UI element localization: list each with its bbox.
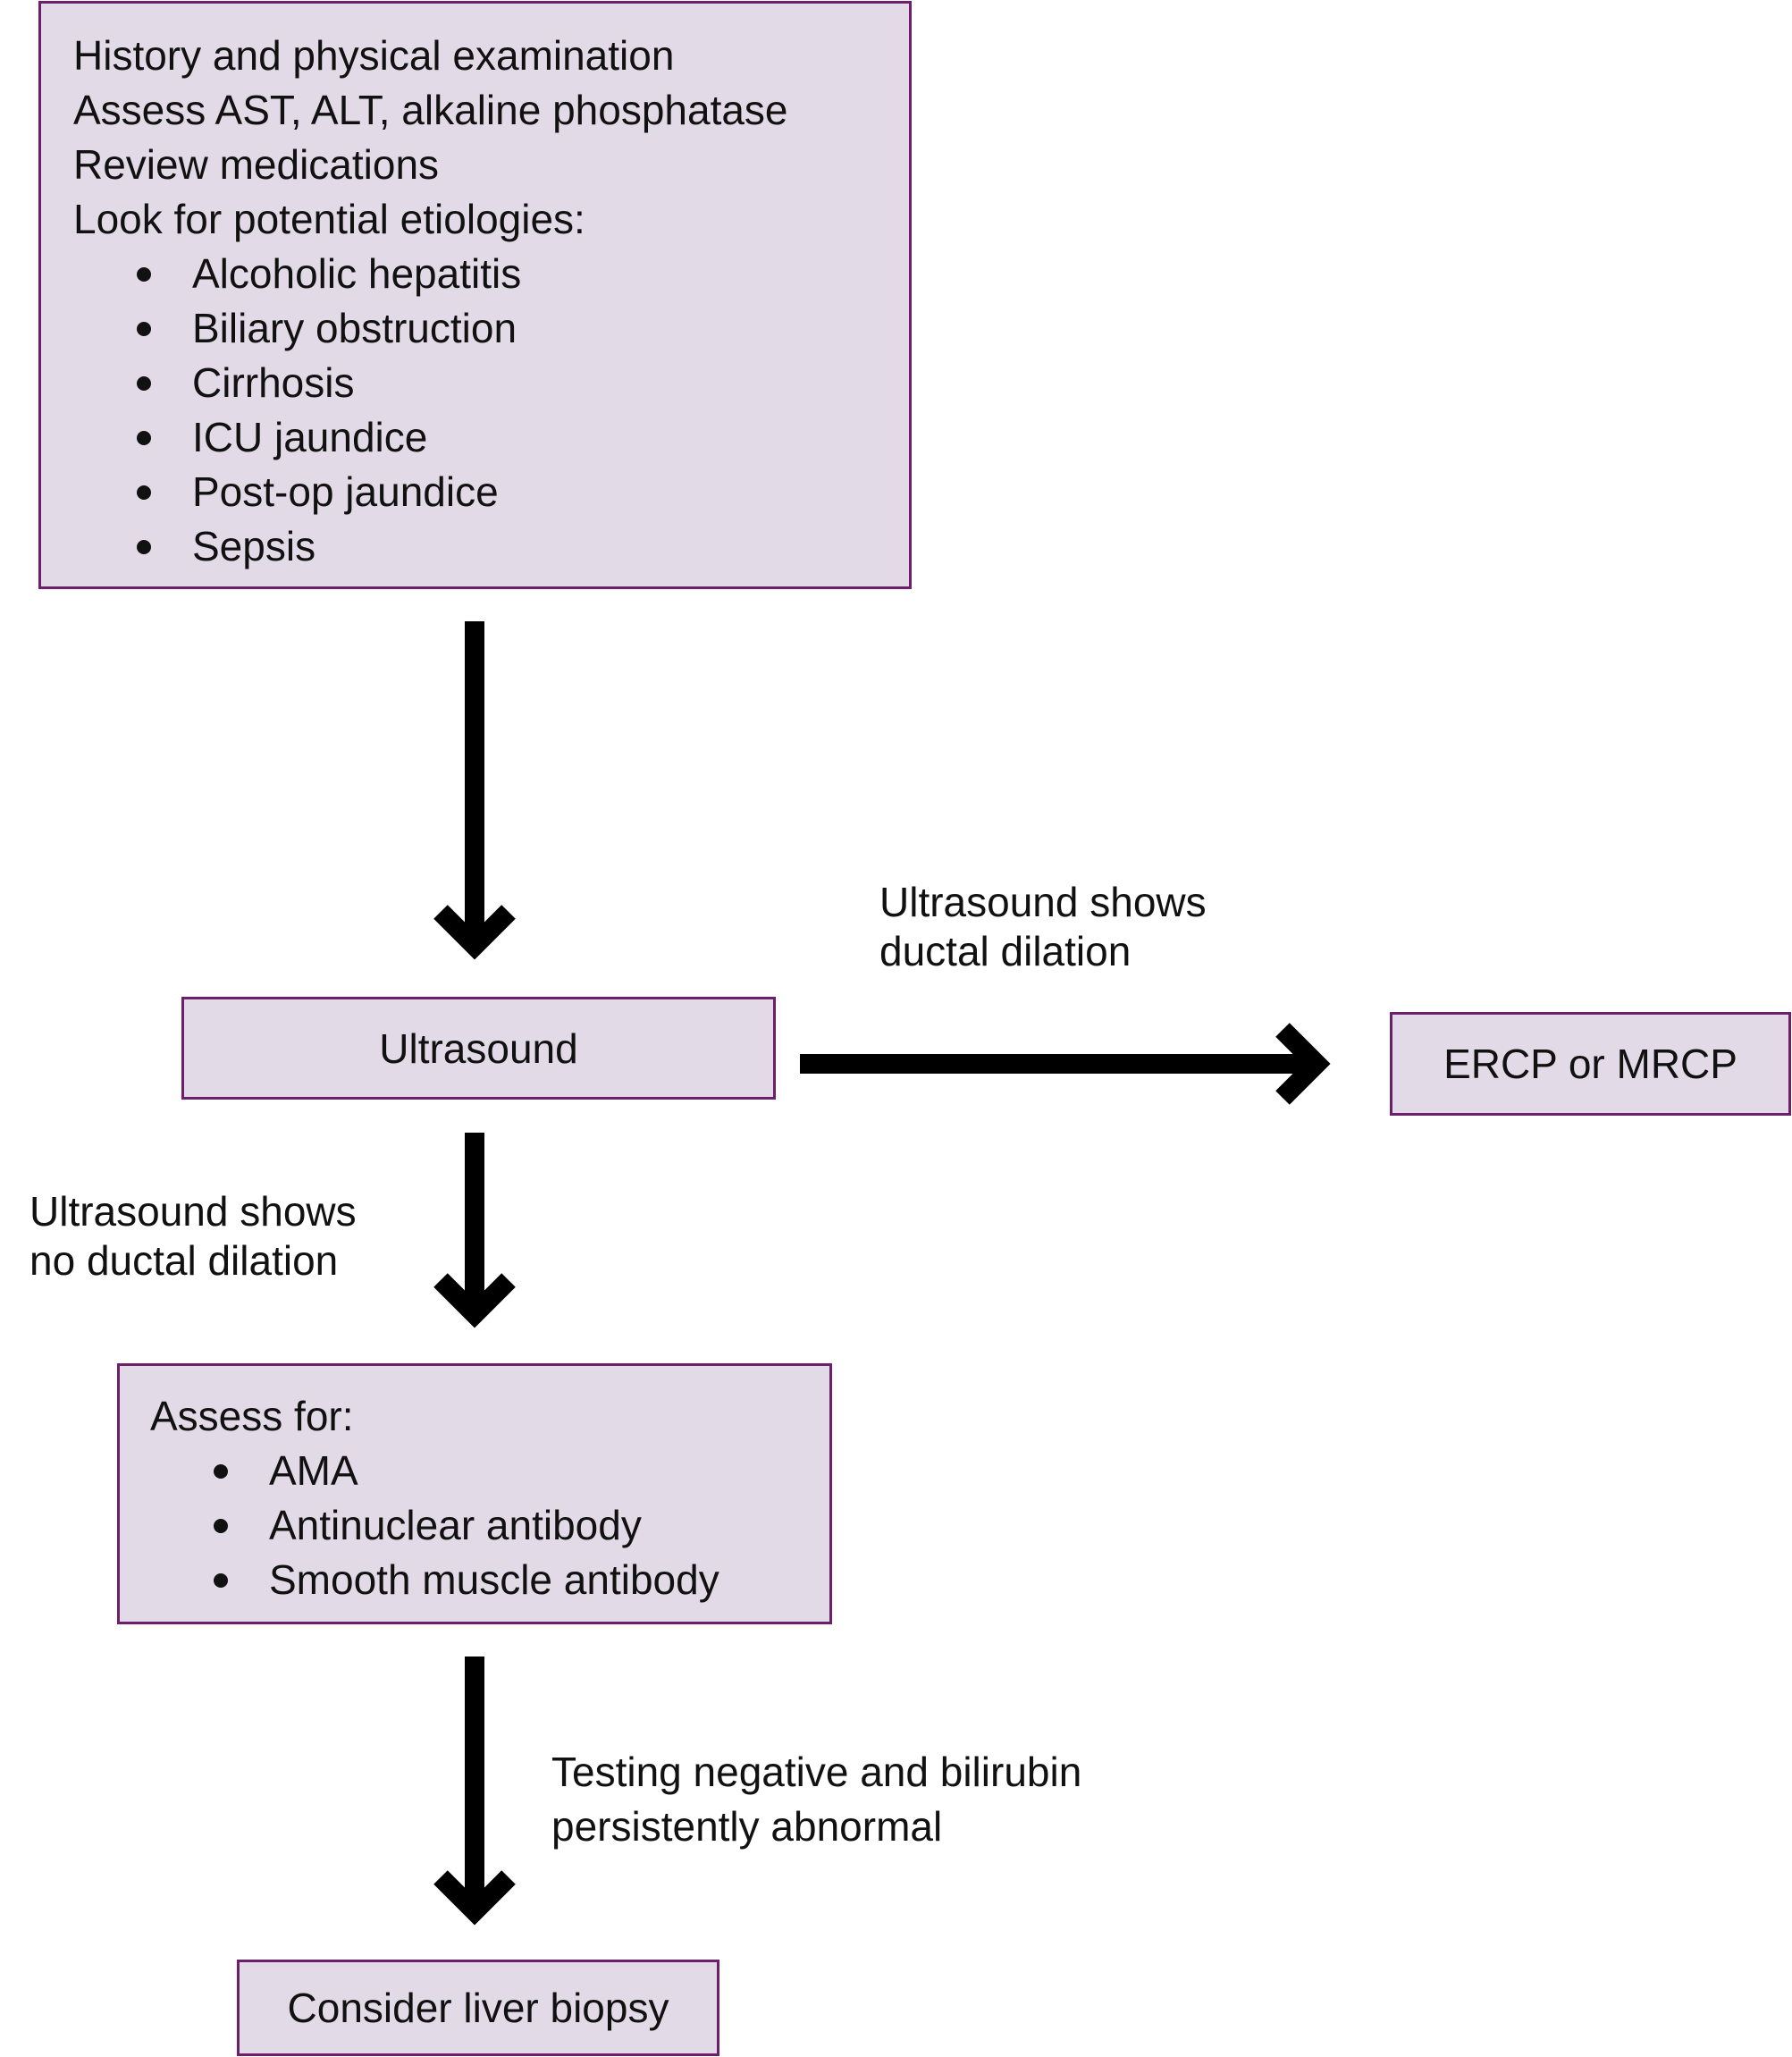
bullet-icon [137, 376, 151, 391]
assess-heading: Assess for: [150, 1393, 354, 1439]
bullet-icon [137, 540, 151, 554]
etiology-label: Alcoholic hepatitis [192, 250, 522, 297]
etiology-label: Post-op jaundice [192, 468, 499, 515]
edge-label-testing-negative: Testing negative and bilirubin persisten… [551, 1745, 1081, 1854]
etiology-list: Alcoholic hepatitis Biliary obstruction … [73, 247, 909, 574]
arrow-initial-to-ultrasound [433, 621, 516, 960]
etiology-label: Biliary obstruction [192, 305, 517, 351]
list-item: AMA [150, 1444, 829, 1498]
assess-for-box: Assess for: AMA Antinuclear antibody Smo… [117, 1363, 832, 1624]
ercp-mrcp-label: ERCP or MRCP [1443, 1041, 1737, 1087]
list-item: Post-op jaundice [73, 465, 909, 519]
edge-label-line: ductal dilation [879, 928, 1132, 974]
initial-assessment-box: History and physical examination Assess … [38, 1, 912, 589]
list-item: Biliary obstruction [73, 301, 909, 356]
list-item: Sepsis [73, 519, 909, 574]
bullet-icon [137, 322, 151, 336]
etiology-label: ICU jaundice [192, 414, 428, 460]
edge-label-line: Ultrasound shows [879, 879, 1207, 925]
arrow-assess-to-biopsy [433, 1657, 516, 1926]
bullet-icon [214, 1464, 228, 1479]
arrow-ultrasound-to-assess [433, 1133, 516, 1328]
bullet-icon [137, 431, 151, 445]
list-item: Cirrhosis [73, 356, 909, 410]
bullet-icon [137, 267, 151, 282]
antibody-list: AMA Antinuclear antibody Smooth muscle a… [150, 1444, 829, 1607]
ultrasound-box: Ultrasound [181, 997, 776, 1100]
edge-label-line: no ductal dilation [29, 1237, 339, 1284]
list-item: Alcoholic hepatitis [73, 247, 909, 301]
bullet-icon [214, 1573, 228, 1588]
labs-line: Assess AST, ALT, alkaline phosphatase [73, 87, 788, 133]
ultrasound-label: Ultrasound [379, 1024, 578, 1072]
bullet-icon [137, 485, 151, 500]
antibody-label: Smooth muscle antibody [269, 1556, 719, 1603]
liver-biopsy-box: Consider liver biopsy [237, 1960, 719, 2056]
edge-label-no-ductal-dilation: Ultrasound shows no ductal dilation [29, 1187, 357, 1286]
list-item: ICU jaundice [73, 410, 909, 465]
edge-label-line: Ultrasound shows [29, 1188, 357, 1235]
etiology-label: Cirrhosis [192, 359, 355, 406]
edge-label-line: Testing negative and bilirubin [551, 1749, 1082, 1795]
ercp-mrcp-box: ERCP or MRCP [1390, 1012, 1791, 1116]
edge-label-ductal-dilation: Ultrasound shows ductal dilation [879, 878, 1207, 976]
etiology-label: Sepsis [192, 523, 316, 569]
edge-label-line: persistently abnormal [551, 1803, 943, 1850]
history-line: History and physical examination [73, 32, 675, 79]
list-item: Smooth muscle antibody [150, 1553, 829, 1607]
antibody-label: AMA [269, 1447, 358, 1494]
liver-biopsy-label: Consider liver biopsy [287, 1985, 669, 2031]
etiologies-heading: Look for potential etiologies: [73, 196, 585, 242]
medications-line: Review medications [73, 141, 440, 188]
arrow-ultrasound-to-ercp [800, 1023, 1331, 1105]
bullet-icon [214, 1519, 228, 1533]
antibody-label: Antinuclear antibody [269, 1502, 642, 1548]
list-item: Antinuclear antibody [150, 1498, 829, 1553]
